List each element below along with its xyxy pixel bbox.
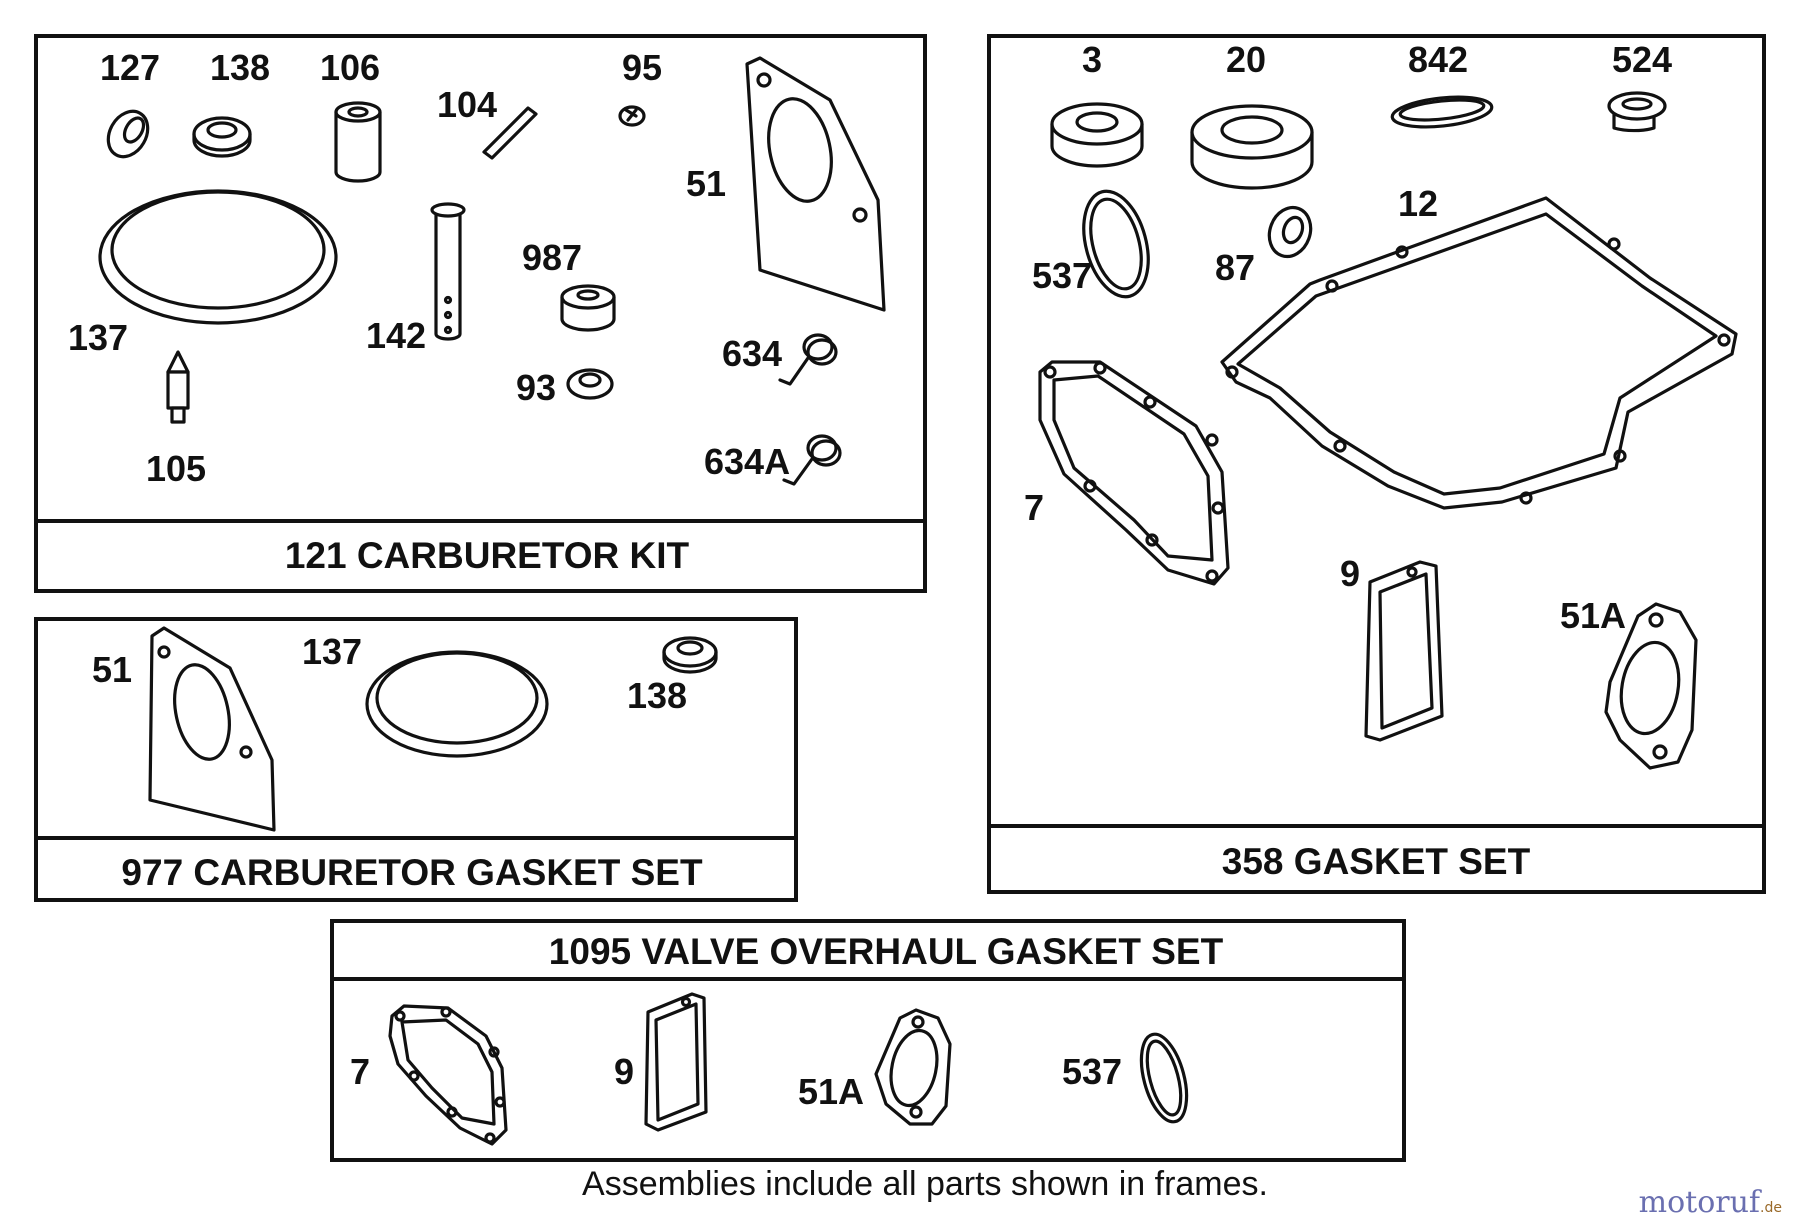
- part-138-washer-2: [662, 636, 718, 674]
- part-87-seal: [1267, 205, 1313, 259]
- carburetor-kit-title: 121 CARBURETOR KIT: [285, 535, 690, 576]
- label-20: 20: [1226, 39, 1266, 80]
- part-51-gasket-plate: [745, 56, 886, 312]
- label-9-vo: 9: [614, 1051, 634, 1092]
- carburetor-gasket-set-border: [34, 617, 798, 902]
- part-537-o-ring: [1082, 189, 1150, 299]
- part-12-crankcase-gasket: [1220, 196, 1738, 510]
- label-537: 537: [1032, 255, 1092, 296]
- carburetor-gasket-set-title: 977 CARBURETOR GASKET SET: [121, 852, 703, 893]
- gasket-set-title: 358 GASKET SET: [1222, 841, 1531, 882]
- part-51-gasket-plate-2: [148, 626, 276, 832]
- label-127: 127: [100, 47, 160, 88]
- part-106-bushing: [334, 101, 382, 183]
- part-524-plug: [1607, 91, 1667, 133]
- part-105-needle: [166, 350, 190, 424]
- part-20-seal: [1190, 104, 1314, 190]
- part-95-screw: [618, 105, 646, 127]
- label-142: 142: [366, 315, 426, 356]
- watermark: motoruf.de: [1639, 1185, 1782, 1220]
- label-7: 7: [1024, 487, 1044, 528]
- valve-overhaul-border: [330, 919, 1406, 1162]
- valve-overhaul-frame: 1095 VALVE OVERHAUL GASKET SET: [330, 919, 1406, 1162]
- part-537-o-ring-2: [1139, 1032, 1189, 1124]
- part-138-washer: [192, 116, 252, 158]
- part-634-spring: [778, 333, 838, 386]
- label-51: 51: [686, 163, 726, 204]
- label-137-cgs: 137: [302, 631, 362, 672]
- label-12: 12: [1398, 183, 1438, 224]
- label-93: 93: [516, 367, 556, 408]
- label-524: 524: [1612, 39, 1672, 80]
- label-842: 842: [1408, 39, 1468, 80]
- part-51a-gasket-2: [874, 1008, 952, 1126]
- label-104: 104: [437, 84, 497, 125]
- watermark-suffix: .de: [1760, 1200, 1782, 1216]
- label-987: 987: [522, 237, 582, 278]
- part-987-spacer: [560, 284, 616, 332]
- part-3-seal: [1050, 102, 1144, 168]
- label-137: 137: [68, 317, 128, 358]
- part-7-valve-cover-gasket: [1038, 360, 1230, 586]
- part-137-ring-2: [365, 650, 549, 758]
- label-3: 3: [1082, 39, 1102, 80]
- part-137-ring: [98, 189, 338, 325]
- carburetor-gasket-set-frame: 977 CARBURETOR GASKET SET 51 137 138: [34, 617, 798, 902]
- label-95: 95: [622, 47, 662, 88]
- part-7-valve-cover-gasket-2: [388, 1004, 508, 1146]
- part-127-cap: [106, 109, 150, 159]
- gasket-set-frame: 358 GASKET SET: [987, 34, 1766, 894]
- label-106: 106: [320, 47, 380, 88]
- label-87: 87: [1215, 247, 1255, 288]
- carburetor-kit-border: [34, 34, 927, 593]
- part-104-pin: [482, 106, 538, 160]
- part-93-seat: [566, 368, 614, 400]
- part-9-breather-gasket: [1364, 560, 1444, 742]
- label-634: 634: [722, 333, 782, 374]
- watermark-main: motoruf: [1639, 1185, 1762, 1220]
- label-105: 105: [146, 448, 206, 489]
- part-634a-spring: [782, 434, 842, 486]
- part-842-o-ring: [1390, 95, 1494, 129]
- label-51a: 51A: [1560, 595, 1626, 636]
- label-9: 9: [1340, 553, 1360, 594]
- label-138-cgs: 138: [627, 675, 687, 716]
- label-138: 138: [210, 47, 270, 88]
- part-9-breather-gasket-2: [644, 992, 708, 1132]
- label-7-vo: 7: [350, 1051, 370, 1092]
- gasket-set-border: [987, 34, 1766, 894]
- carburetor-kit-frame: 121 CARBURETOR KIT: [34, 34, 927, 593]
- part-51a-gasket: [1604, 602, 1698, 770]
- label-51-cgs: 51: [92, 649, 132, 690]
- valve-overhaul-title: 1095 VALVE OVERHAUL GASKET SET: [549, 931, 1224, 972]
- label-537-vo: 537: [1062, 1051, 1122, 1092]
- label-634a: 634A: [704, 441, 790, 482]
- label-51a-vo: 51A: [798, 1071, 864, 1112]
- part-142-emulsion-tube: [430, 202, 466, 341]
- footer-note: Assemblies include all parts shown in fr…: [582, 1165, 1268, 1203]
